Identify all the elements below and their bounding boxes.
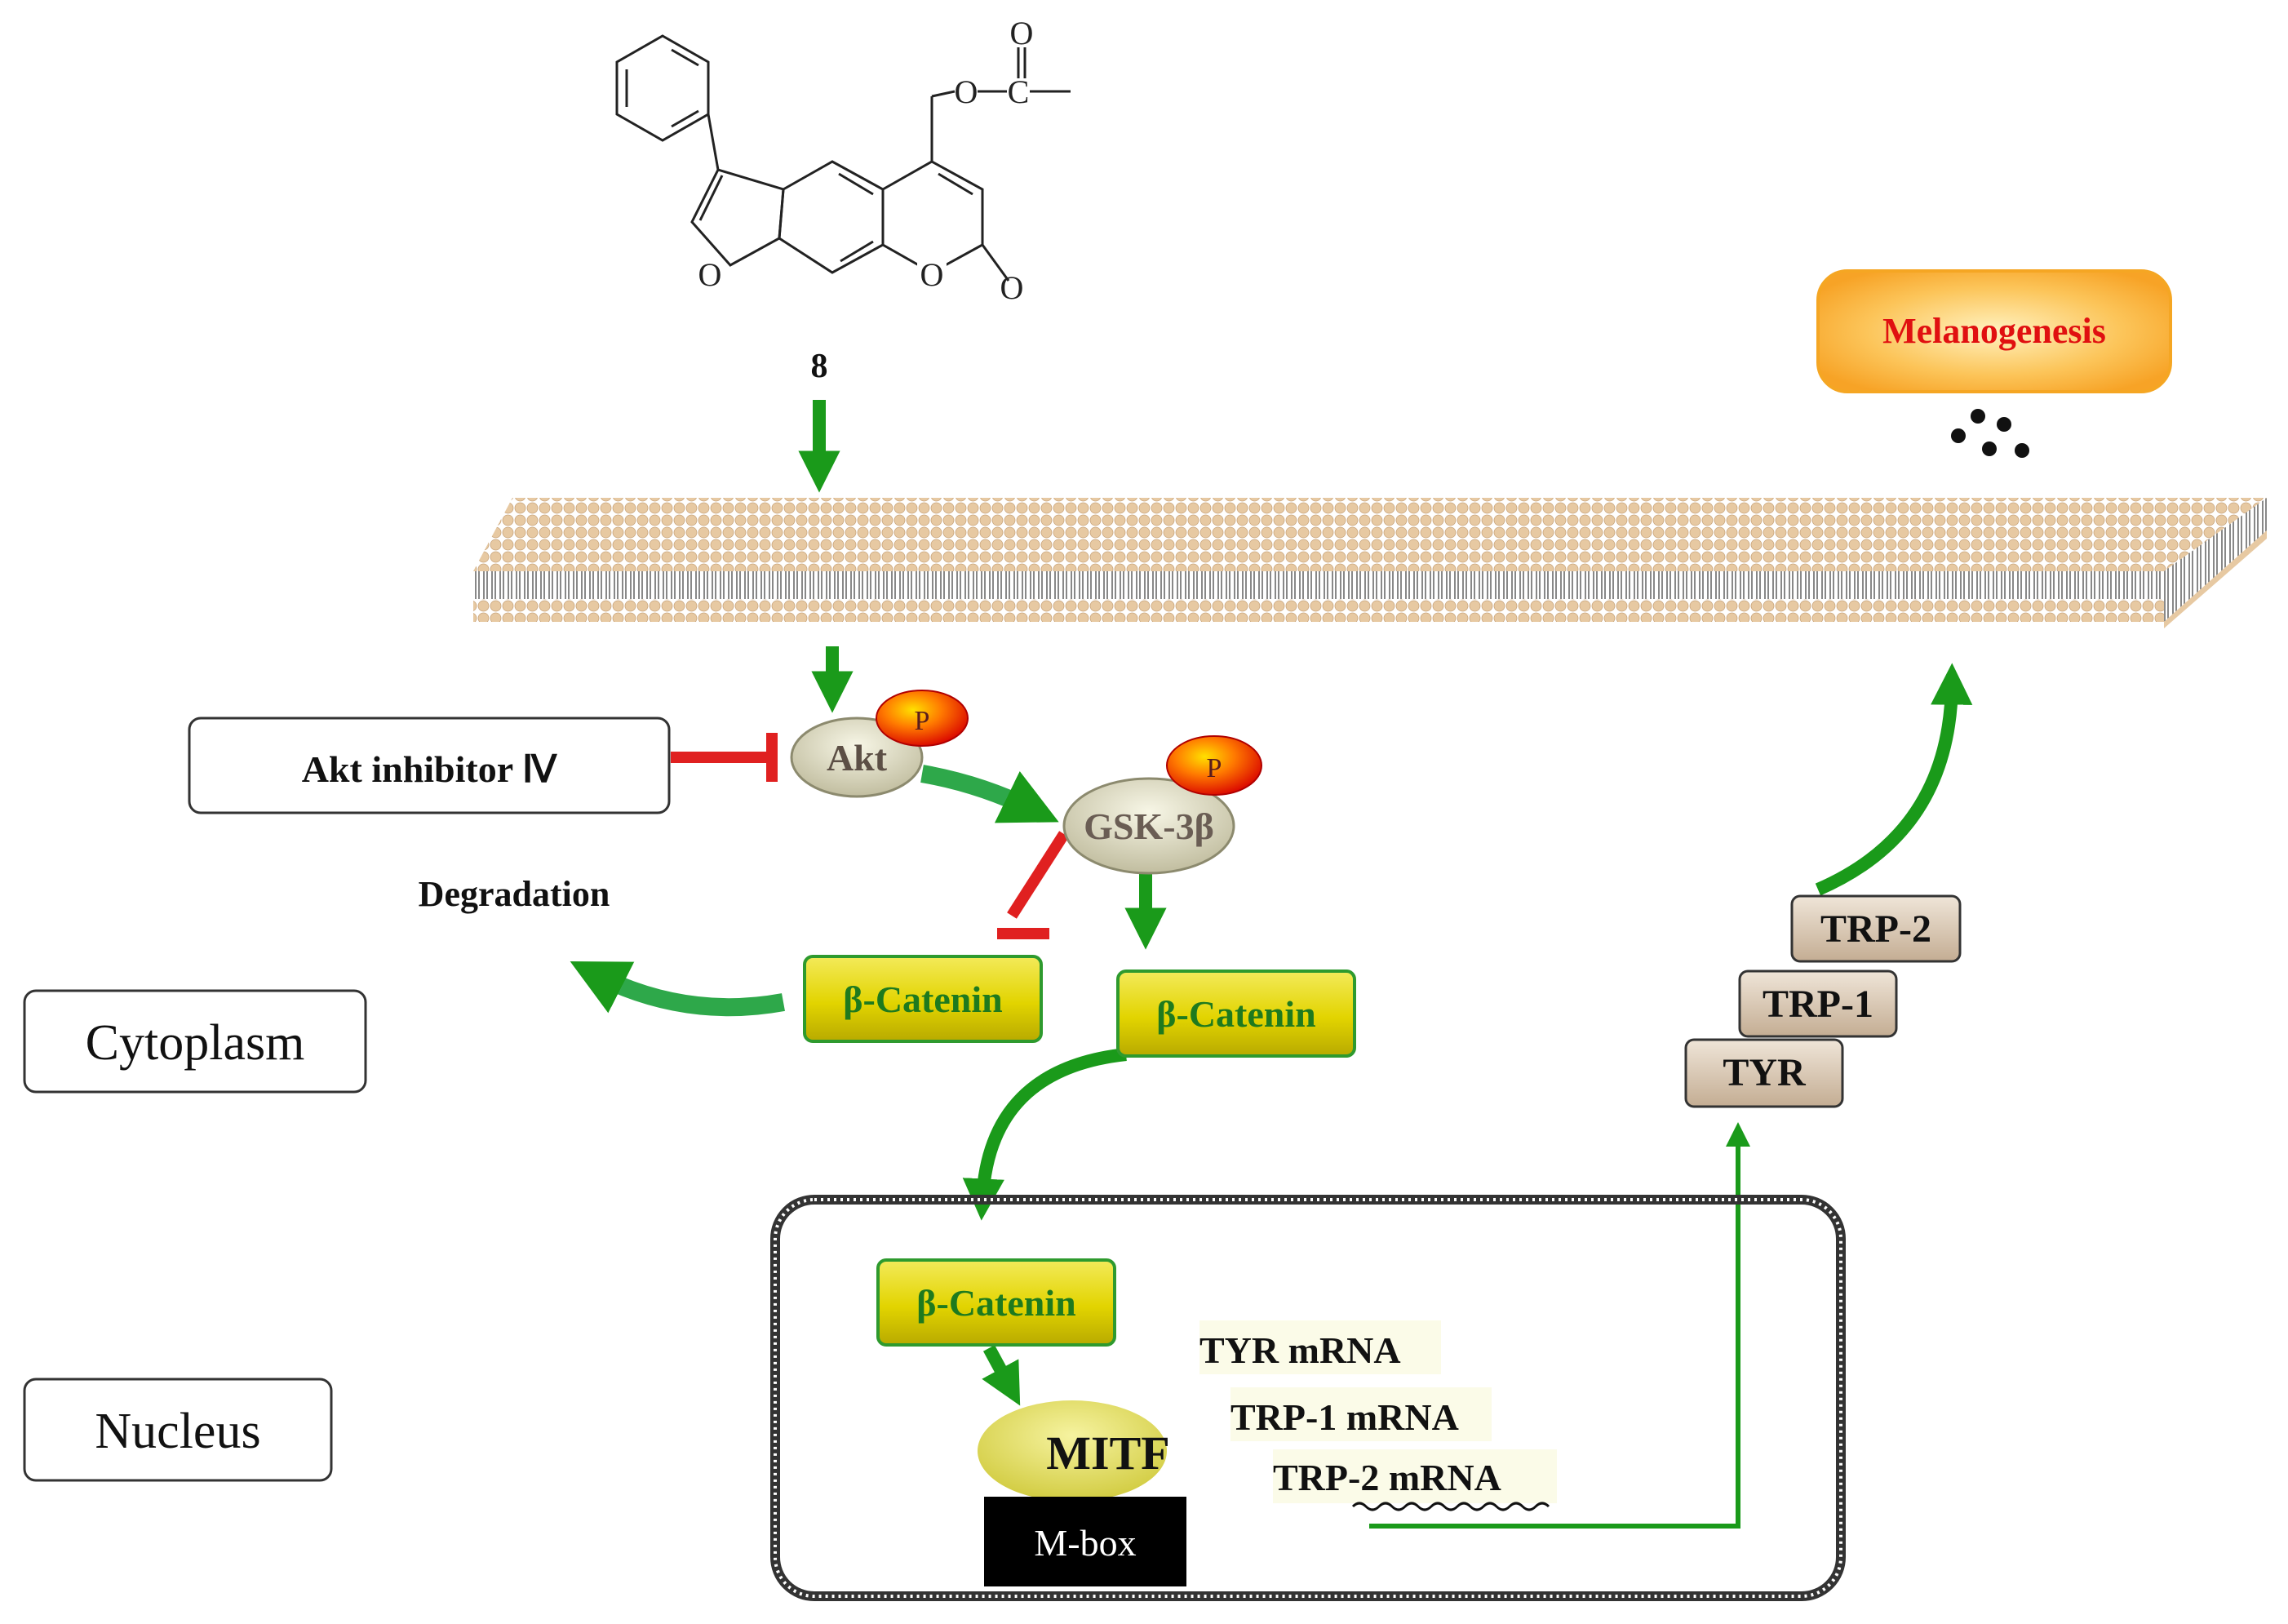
furan-oxygen-label: O — [698, 256, 722, 293]
trp2-mrna-label: TRP-2 mRNA — [1273, 1457, 1501, 1498]
mitf-label: MITF — [1046, 1427, 1169, 1480]
tyr-label: TYR — [1723, 1051, 1807, 1094]
mitf-node: MITF — [978, 1400, 1170, 1502]
arrow-mrna-to-enzymes — [1369, 1122, 1750, 1529]
ester-carbon-label: C — [1008, 73, 1030, 110]
melanogenesis-box: Melanogenesis — [1816, 269, 2172, 393]
catenin-stable-box: β-Catenin — [1116, 970, 1356, 1058]
melanin-granules — [1951, 409, 2029, 458]
mbox-element: M-box — [984, 1497, 1186, 1586]
arrow-akt-to-gsk — [920, 765, 1059, 823]
gsk-node: GSK-3β — [1062, 777, 1235, 875]
catenin-stable-label: β-Catenin — [1156, 993, 1315, 1035]
catenin-nuclear-box: β-Catenin — [876, 1258, 1116, 1347]
catenin-nuclear-label: β-Catenin — [916, 1282, 1075, 1324]
cytoplasm-region-box: Cytoplasm — [23, 989, 367, 1094]
trp1-label: TRP-1 — [1763, 983, 1873, 1026]
arrow-catenin-to-degradation — [570, 961, 785, 1017]
arrow-catenin-to-mitf — [982, 1345, 1021, 1406]
inhibition-gsk-to-catenin — [997, 831, 1069, 939]
nucleus-region-box: Nucleus — [23, 1378, 333, 1482]
carbonyl-oxygen-label: O — [1000, 269, 1024, 306]
arrow-catenin-to-nucleus — [962, 1048, 1127, 1221]
compound-8-structure — [615, 34, 1071, 282]
cytoplasm-label: Cytoplasm — [86, 1015, 305, 1071]
mrna-group: TYR mRNA TRP-1 mRNA TRP-2 mRNA — [1199, 1320, 1557, 1511]
catenin-degraded-box: β-Catenin — [803, 955, 1043, 1043]
enzyme-trp1: TRP-1 — [1738, 970, 1898, 1038]
mrna-strand — [1351, 1502, 1550, 1511]
ester-oxygen-label: O — [955, 73, 978, 110]
gsk-phospho-badge: P — [1166, 735, 1262, 796]
inhibition-inhibitor-to-akt — [671, 733, 778, 782]
trp2-label: TRP-2 — [1820, 907, 1931, 951]
gsk-phospho-label: P — [1207, 753, 1222, 783]
tyr-mrna-label: TYR mRNA — [1199, 1329, 1401, 1371]
mbox-label: M-box — [1034, 1522, 1136, 1564]
compound-atom-labels: O O O O C O — [695, 15, 1033, 306]
akt-phospho-label: P — [915, 706, 930, 736]
ester-carbonyl-oxygen-label: O — [1010, 15, 1034, 51]
akt-label: Akt — [827, 737, 888, 779]
trp1-mrna-label: TRP-1 mRNA — [1230, 1396, 1459, 1438]
compound-label: 8 — [811, 348, 828, 385]
arrow-enzymes-to-membrane — [1815, 663, 1973, 896]
degradation-label: Degradation — [419, 874, 610, 914]
enzyme-trp2: TRP-2 — [1790, 894, 1962, 963]
gsk-label: GSK-3β — [1084, 805, 1214, 847]
nucleus-label: Nucleus — [95, 1404, 260, 1459]
lactone-oxygen-label: O — [920, 256, 944, 293]
akt-inhibitor-label: Akt inhibitor Ⅳ — [302, 748, 558, 790]
melanogenesis-label: Melanogenesis — [1882, 311, 2106, 351]
enzyme-tyr: TYR — [1684, 1038, 1844, 1108]
nuclear-envelope — [770, 1195, 1846, 1601]
catenin-degraded-label: β-Catenin — [843, 978, 1002, 1020]
akt-phospho-badge: P — [876, 690, 969, 747]
akt-inhibitor-box: Akt inhibitor Ⅳ — [188, 717, 671, 814]
cell-membrane — [473, 498, 2267, 628]
